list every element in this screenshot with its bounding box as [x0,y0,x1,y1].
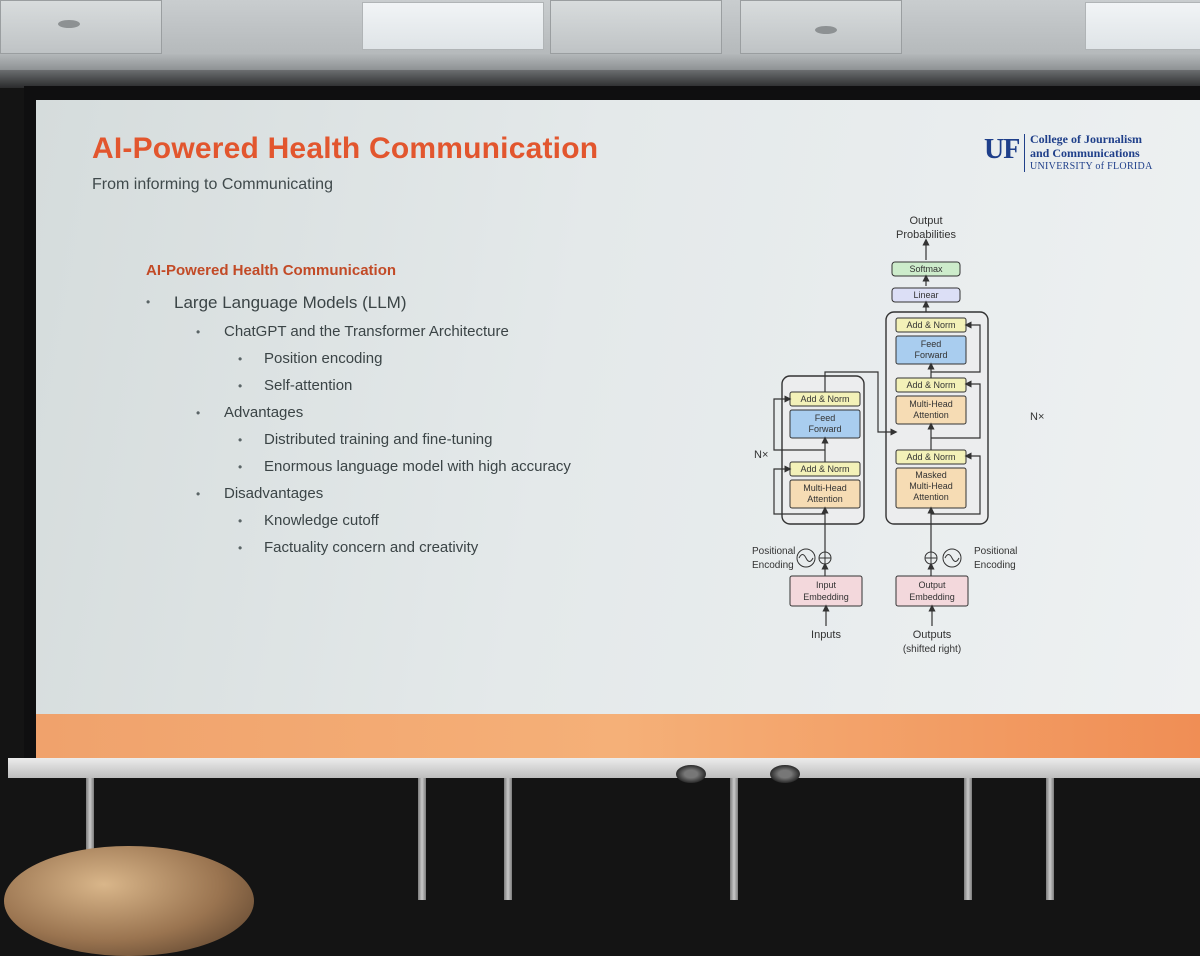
bullet-item: Disadvantages [196,485,706,502]
linear-label: Linear [913,290,938,300]
support-pole [1046,778,1054,900]
mha-label-2: Attention [913,410,949,420]
bullet-item: Self-attention [238,377,706,394]
outputs-label-1: Outputs [913,629,952,641]
ceiling-tile [550,0,722,54]
bullet-item: Distributed training and fine-tuning [238,431,706,448]
feed-forward-label-1: Feed [921,339,942,349]
input-embedding-label-2: Embedding [803,592,849,602]
logo-text: College of Journalism and Communications… [1030,132,1153,174]
positional-encoding-label-1: Positional [974,546,1017,557]
residual-arrow [931,321,981,373]
bullet-item: Enormous language model with high accura… [238,458,706,475]
support-pole [418,778,426,900]
positional-encoding-label-2: Encoding [752,560,794,571]
ceiling-shadow [0,70,1200,88]
support-pole [86,778,94,900]
feed-forward-label-2: Forward [808,424,841,434]
logo-divider [1024,134,1025,172]
bullet-item: Advantages [196,404,706,421]
bullet-list: Large Language Models (LLM) ChatGPT and … [146,293,706,556]
encoder-to-decoder-arrow [824,371,898,436]
inputs-label: Inputs [811,629,841,641]
output-embedding-label-2: Embedding [909,592,955,602]
speaker [770,765,800,783]
bullet-item: Knowledge cutoff [238,512,706,529]
masked-mha-label-2: Multi-Head [909,481,953,491]
bullet-item: Factuality concern and creativity [238,539,706,556]
feed-forward-label-2: Forward [914,350,947,360]
masked-mha-label-1: Masked [915,470,947,480]
ceiling-light [1085,2,1200,50]
add-norm-label: Add & Norm [906,320,955,330]
add-norm-label: Add & Norm [800,464,849,474]
output-embedding-label-1: Output [918,580,946,590]
sine-wave [798,554,814,562]
add-norm-label: Add & Norm [906,380,955,390]
add-norm-label: Add & Norm [906,452,955,462]
add-norm-label: Add & Norm [800,394,849,404]
ceiling-tile [0,0,162,54]
positional-encoding-label-1: Positional [752,546,795,557]
ceiling-vent [58,20,80,28]
mha-label-2: Attention [807,494,843,504]
bullet-item: Position encoding [238,350,706,367]
residual-arrow [773,395,825,451]
support-pole [504,778,512,900]
mha-label-1: Multi-Head [909,399,953,409]
ceiling-beam [0,54,1200,70]
masked-mha-label-3: Attention [913,492,949,502]
audience-head [4,846,254,956]
slide-bottom-band [36,714,1200,758]
decoder-nx-label: N× [1030,411,1044,423]
speaker [676,765,706,783]
ceiling-vent [815,26,837,34]
output-probabilities-label-2: Probabilities [896,229,956,241]
positional-encoding-label-2: Encoding [974,560,1016,571]
feed-forward-label-1: Feed [815,413,836,423]
input-embedding-label-1: Input [816,580,837,590]
encoder-sine-icon [796,548,816,568]
residual-arrow [931,380,981,439]
projected-slide: AI-Powered Health Communication From inf… [36,100,1200,758]
logo-line-2: and Communications [1030,146,1140,160]
section-title: AI-Powered Health Communication [146,262,397,279]
slide-title: AI-Powered Health Communication [92,132,599,165]
uf-logo-mark: UF [984,134,1020,165]
ceiling [0,0,1200,88]
ceiling-light [362,2,544,50]
transformer-diagram: Output Probabilities Softmax Linear Add … [752,215,1044,655]
mha-label-1: Multi-Head [803,483,847,493]
slide-subtitle: From informing to Communicating [92,176,333,193]
support-pole [730,778,738,900]
screen-bottom-rail [8,758,1200,778]
outputs-label-2: (shifted right) [903,644,961,655]
bullet-item: ChatGPT and the Transformer Architecture [196,323,706,340]
logo-line-1: College of Journalism [1030,132,1142,146]
output-probabilities-label-1: Output [909,215,942,227]
bullet-item: Large Language Models (LLM) [146,293,706,313]
logo-line-3: UNIVERSITY of FLORIDA [1030,161,1153,172]
residual-arrow [773,465,825,515]
softmax-label: Softmax [909,264,943,274]
support-pole [964,778,972,900]
slide-content: AI-Powered Health Communication Large La… [146,262,706,566]
encoder-nx-label: N× [754,449,768,461]
residual-arrow [931,452,981,515]
decoder-sine-icon [942,548,962,568]
sine-wave [944,554,960,562]
